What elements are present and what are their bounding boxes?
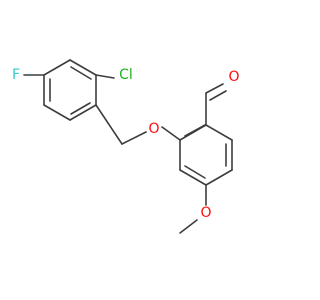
bond-ring1-a (69, 59, 97, 76)
bond-ring1-f (43, 59, 71, 76)
methoxy-oxygen-label: O (200, 205, 211, 221)
bond-methoxy-ch3 (179, 219, 198, 234)
bond-ring2-double-1 (184, 124, 206, 137)
bond-o-ring2 (161, 126, 181, 141)
bond-ch2-o (121, 131, 147, 145)
molecule-structure: F Cl O O O (12, 59, 240, 234)
bond-ring2-double-3 (184, 165, 206, 179)
bond-c-cl (95, 74, 115, 79)
right-benzene-ring (179, 124, 233, 186)
aldehyde-oxygen-label: O (228, 69, 239, 85)
left-benzene-ring (43, 59, 97, 121)
bond-ring2-e (179, 169, 207, 186)
ether-oxygen-label: O (148, 121, 159, 137)
bond-ring1-double-1 (70, 66, 92, 80)
chlorine-atom-label: Cl (119, 67, 133, 83)
bond-ring2-d (205, 169, 233, 186)
molecule-canvas: F Cl O O O (11, 59, 240, 234)
bond-ring1-d (43, 104, 71, 121)
bond-ring1-c (69, 104, 97, 121)
bond-ring2-b (205, 124, 233, 141)
bond-cho-o-2 (209, 90, 227, 101)
bond-ring1-double-2 (70, 102, 91, 115)
fluorine-atom-label: F (12, 67, 20, 83)
bond-ring1-ch2 (95, 104, 123, 145)
bond-cho-o-1 (205, 83, 224, 94)
